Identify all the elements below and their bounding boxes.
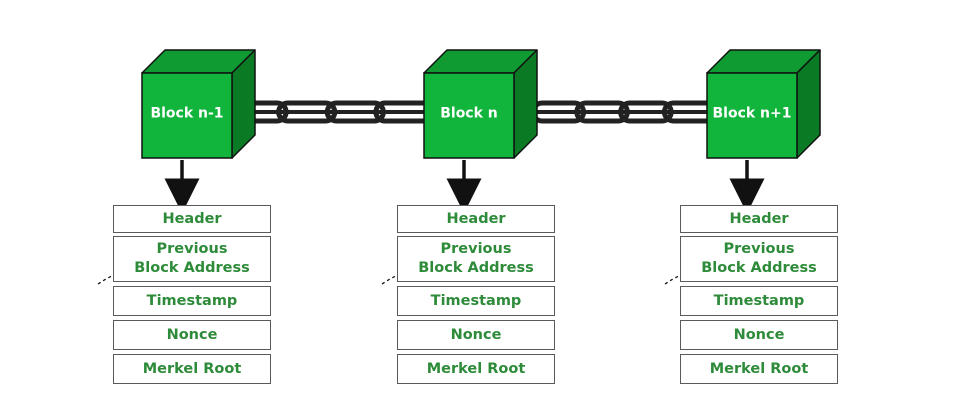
field-previous-block-address: Previous Block Address bbox=[113, 236, 271, 282]
field-timestamp: Timestamp bbox=[680, 286, 838, 316]
field-label: Header bbox=[729, 210, 789, 227]
field-label: Previous Block Address bbox=[701, 241, 817, 276]
field-label: Timestamp bbox=[713, 292, 805, 309]
block-cube: Block n-1 bbox=[141, 49, 256, 159]
block-label: Block n+1 bbox=[712, 106, 791, 122]
field-label: Merkel Root bbox=[426, 360, 526, 377]
field-label: Merkel Root bbox=[142, 360, 242, 377]
cube-front-face bbox=[423, 72, 515, 159]
field-label: Previous Block Address bbox=[418, 241, 534, 276]
field-label: Header bbox=[446, 210, 506, 227]
field-nonce: Nonce bbox=[680, 320, 838, 350]
down-arrows bbox=[164, 160, 765, 214]
field-timestamp: Timestamp bbox=[113, 286, 271, 316]
field-nonce: Nonce bbox=[397, 320, 555, 350]
chain bbox=[530, 100, 718, 124]
block-label: Block n-1 bbox=[150, 106, 223, 122]
field-label: Header bbox=[162, 210, 222, 227]
field-merkel-root: Merkel Root bbox=[680, 354, 838, 384]
block-cubes: Block n-1 Block n Block n+1 bbox=[141, 49, 821, 159]
field-previous-block-address: Previous Block Address bbox=[397, 236, 555, 282]
field-label: Previous Block Address bbox=[134, 241, 250, 276]
field-label: Nonce bbox=[733, 326, 785, 343]
field-header: Header bbox=[680, 205, 838, 233]
cube-front-face bbox=[141, 72, 233, 159]
field-header: Header bbox=[113, 205, 271, 233]
field-merkel-root: Merkel Root bbox=[397, 354, 555, 384]
field-previous-block-address: Previous Block Address bbox=[680, 236, 838, 282]
block-label: Block n bbox=[440, 106, 498, 122]
field-label: Nonce bbox=[166, 326, 218, 343]
field-header: Header bbox=[397, 205, 555, 233]
field-timestamp: Timestamp bbox=[397, 286, 555, 316]
block-cube: Block n bbox=[423, 49, 538, 159]
field-nonce: Nonce bbox=[113, 320, 271, 350]
field-label: Merkel Root bbox=[709, 360, 809, 377]
field-label: Timestamp bbox=[430, 292, 522, 309]
block-cube: Block n+1 bbox=[706, 49, 821, 159]
cube-front-face bbox=[706, 72, 798, 159]
field-label: Timestamp bbox=[146, 292, 238, 309]
field-merkel-root: Merkel Root bbox=[113, 354, 271, 384]
chain bbox=[227, 100, 435, 124]
field-label: Nonce bbox=[450, 326, 502, 343]
